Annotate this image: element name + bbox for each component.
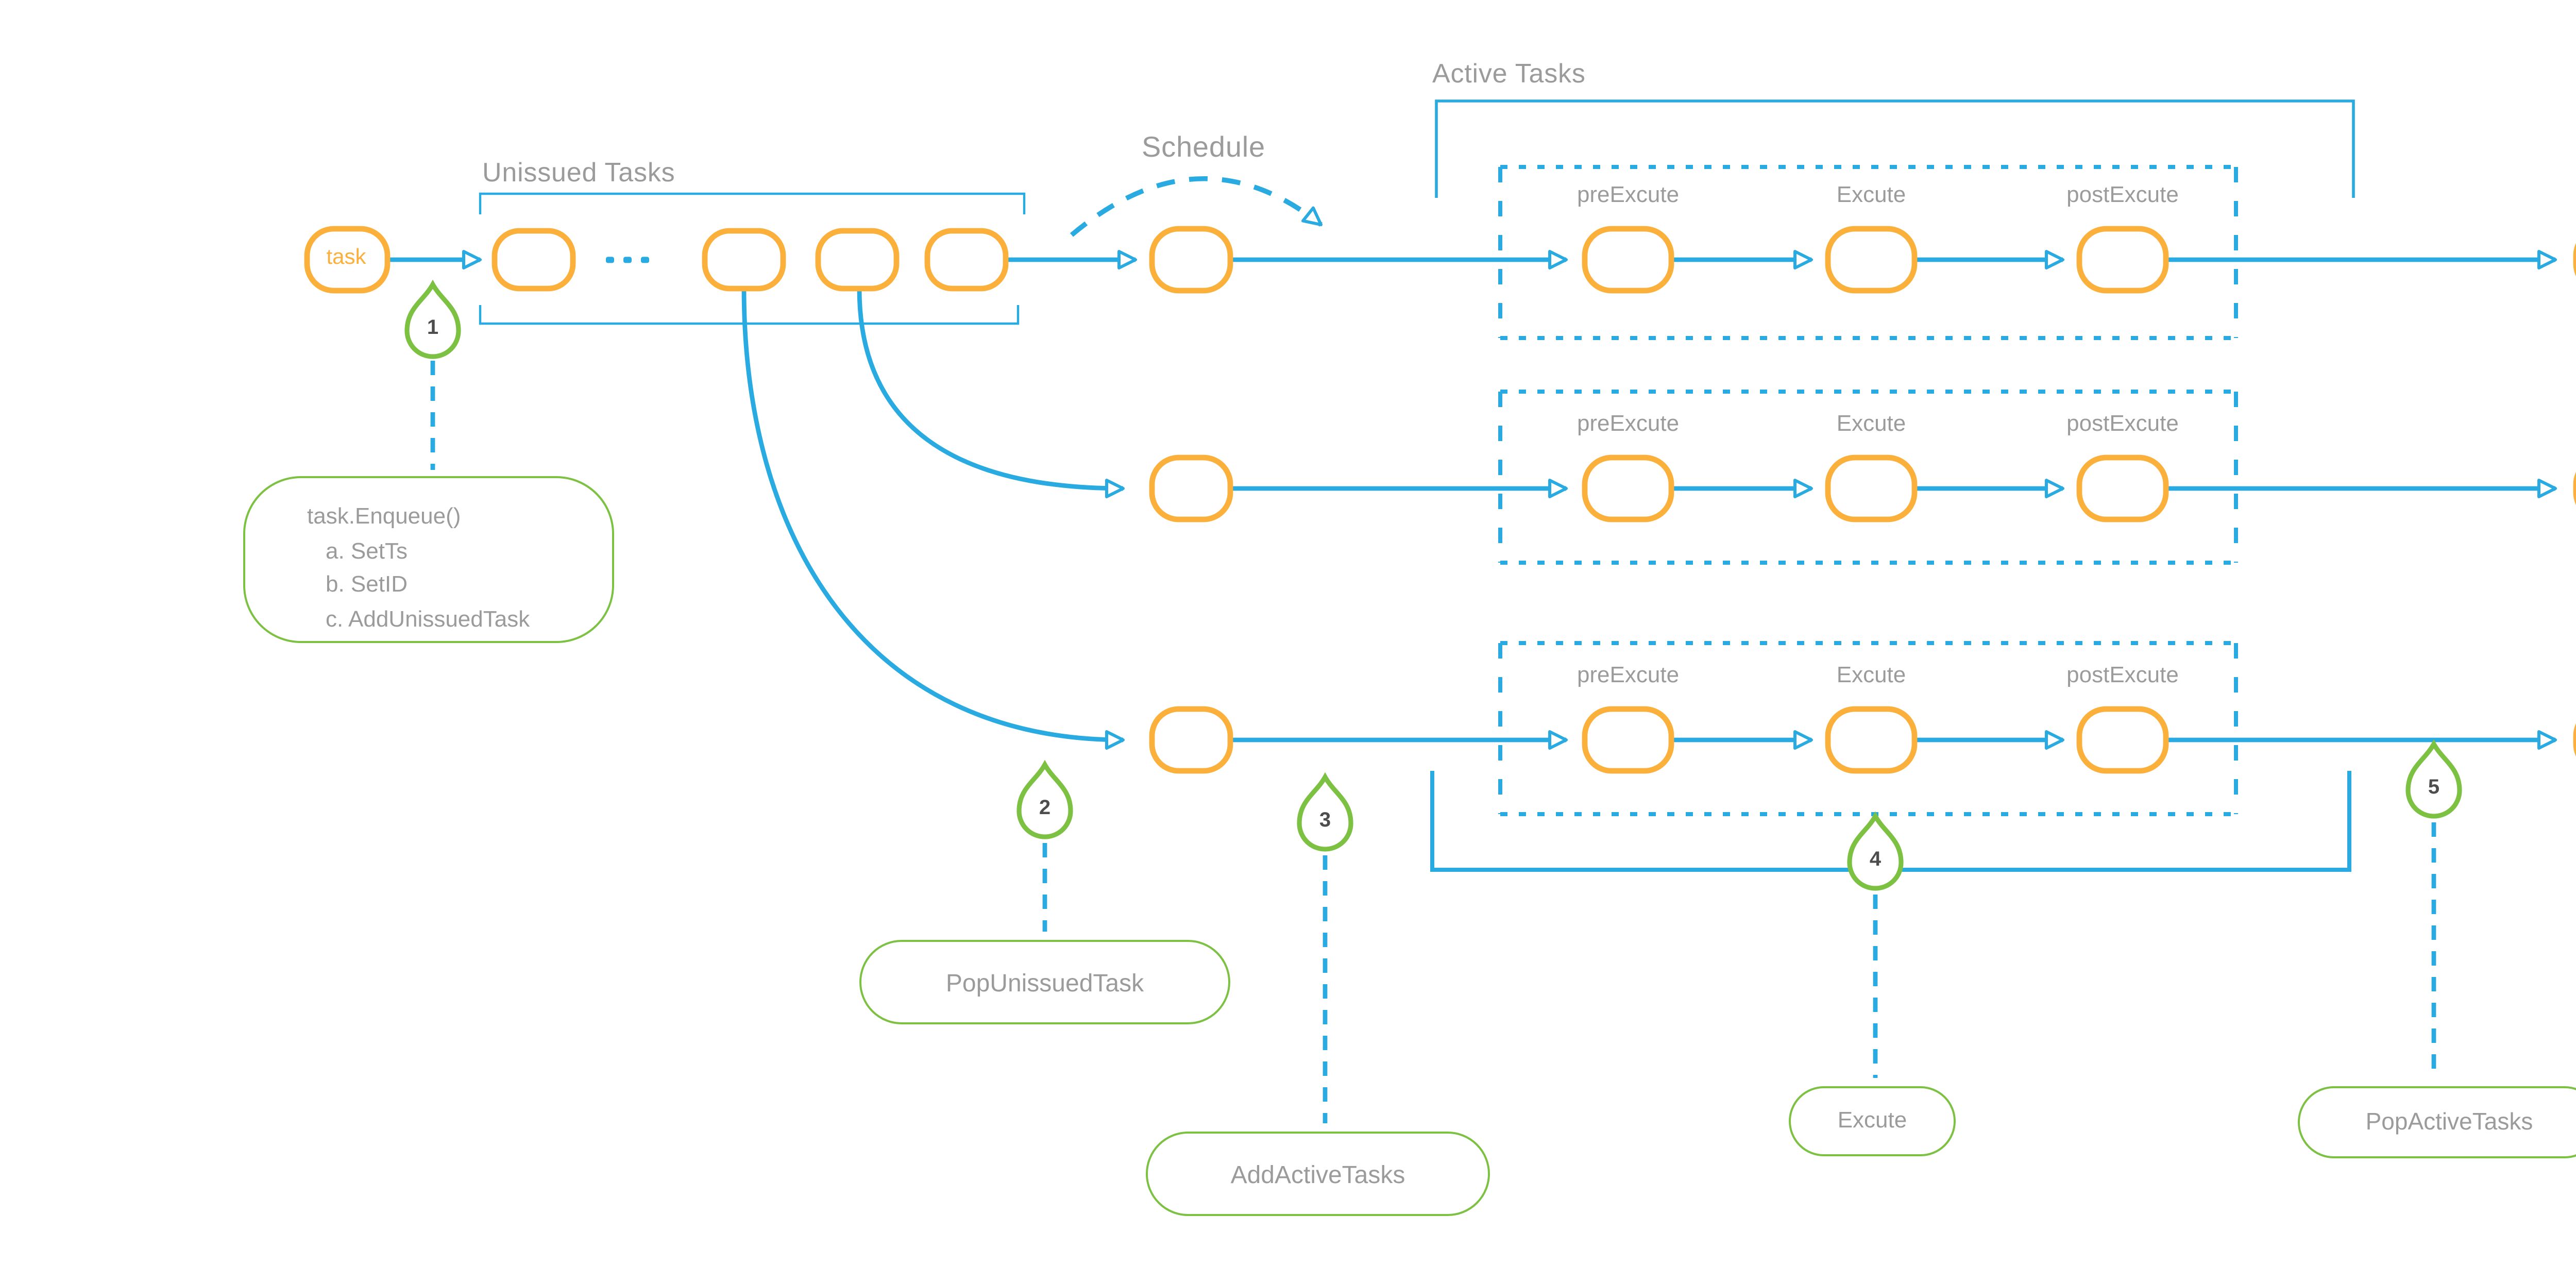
row3-postexcute-label: postExcute	[2066, 664, 2179, 688]
pop-unissued-callout: PopUnissuedTask	[859, 940, 1230, 1024]
pin-4-number: 4	[1869, 849, 1882, 872]
unissued-tasks-label: Unissued Tasks	[482, 157, 675, 188]
unissued-queue-nodes	[492, 228, 1009, 292]
enqueue-item-b: b. SetID	[326, 573, 408, 598]
row1-excute-label: Excute	[1836, 183, 1906, 208]
row3-excute-label: Excute	[1836, 664, 1906, 688]
task-node	[304, 226, 391, 294]
pipeline-nodes-row1	[1582, 226, 2169, 294]
add-active-callout: AddActiveTasks	[1146, 1132, 1490, 1216]
active-pipeline-box-row2	[1498, 390, 2238, 565]
row3-preexcute-label: preExcute	[1577, 664, 1680, 688]
pipeline-nodes-row3	[1582, 706, 2169, 774]
row1-postexcute-label: postExcute	[2066, 183, 2179, 208]
enqueue-callout: task.Enqueue() a. SetTs b. SetID c. AddU…	[243, 476, 614, 643]
schedule-arc-arrow	[1070, 176, 1323, 237]
marker-leader-lines	[430, 361, 2436, 1123]
pin-4-icon	[1847, 811, 1904, 891]
row2-postexcute-label: postExcute	[2066, 412, 2179, 437]
pin-5-number: 5	[2428, 777, 2440, 800]
active-pipeline-box-row1	[1498, 165, 2238, 340]
enqueue-item-c: c. AddUnissuedTask	[326, 607, 530, 632]
pin-icons	[404, 279, 2462, 891]
active-bracket-top	[1435, 99, 2355, 198]
schedule-label: Schedule	[1142, 130, 1265, 163]
unissued-bracket-bottom	[479, 305, 1020, 325]
ellipsis-dots	[606, 257, 649, 263]
pin-5-icon	[2405, 739, 2462, 819]
active-tasks-label: Active Tasks	[1432, 58, 1586, 89]
enqueue-title: task.Enqueue()	[307, 505, 461, 530]
pop-active-callout: PopActiveTasks	[2298, 1086, 2576, 1158]
row2-preexcute-label: preExcute	[1577, 412, 1680, 437]
pin-1-icon	[404, 279, 461, 359]
active-pipeline-box-row3	[1498, 641, 2238, 816]
scheduled-task-nodes	[1149, 226, 1233, 774]
pipeline-nodes-row2	[1582, 454, 2169, 522]
pin-2-number: 2	[1039, 798, 1051, 820]
pin-2-icon	[1016, 760, 1073, 839]
pin-3-number: 3	[1319, 810, 1331, 833]
flow-arrows-row2	[857, 288, 2557, 498]
row1-preexcute-label: preExcute	[1577, 183, 1680, 208]
row2-excute-label: Excute	[1836, 412, 1906, 437]
enqueue-item-a: a. SetTs	[326, 539, 408, 564]
task-node-label: task	[326, 245, 366, 270]
excute-callout: Excute	[1789, 1086, 1956, 1156]
pin-3-icon	[1297, 772, 1353, 852]
unissued-bracket-top	[479, 192, 1026, 214]
flow-arrows-row3	[741, 288, 2557, 750]
pin-1-number: 1	[427, 317, 439, 340]
